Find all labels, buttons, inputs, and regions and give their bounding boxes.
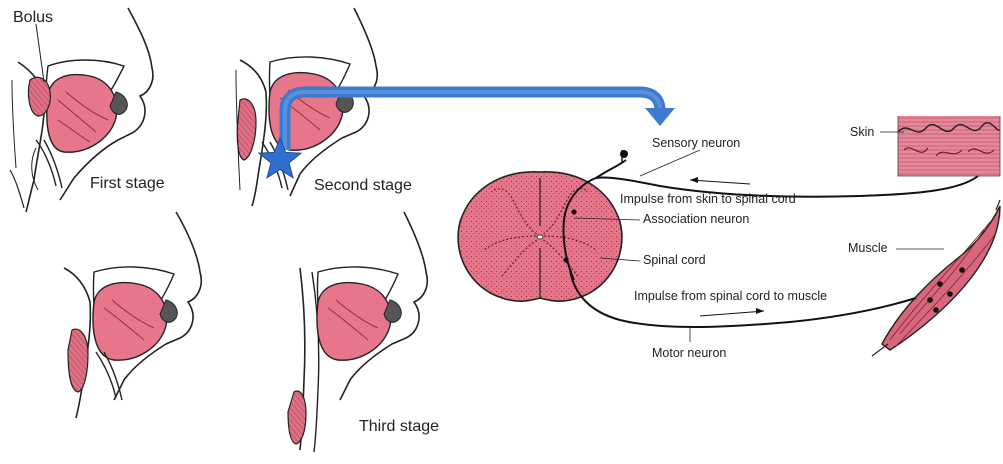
muscle-label: Muscle [848,241,888,255]
bolus-shape-3 [68,329,88,392]
swallow-stage-4 [288,212,427,452]
tongue-1 [47,75,117,153]
skin-patch [898,116,1000,176]
spinal-cord-label: Spinal cord [643,253,706,267]
bolus-label: Bolus [13,9,53,27]
bolus-shape-4 [288,391,306,444]
bolus-leader-line [36,24,44,82]
motor-neuron-label: Motor neuron [652,346,726,360]
second-stage-label: Second stage [314,177,412,195]
muscle-shape [872,200,1000,356]
association-neuron-label: Association neuron [643,212,749,226]
arrow-cord-to-muscle [700,308,764,316]
sensory-leader [640,150,700,176]
sensory-cell-body [620,150,628,158]
third-stage-label: Third stage [359,418,439,436]
swallow-stage-3 [64,212,201,418]
bolus-shape-2 [237,99,256,160]
sensory-neuron-label: Sensory neuron [652,136,740,150]
impulse-muscle-label: Impulse from spinal cord to muscle [634,289,827,303]
skin-label: Skin [850,125,874,139]
spinal-cord-section [458,172,622,301]
arrow-skin-to-cord [690,177,750,184]
bolus-shape [28,77,50,116]
tongue-3 [93,283,167,361]
tongue-4 [317,283,391,361]
first-stage-label: First stage [90,175,165,193]
impulse-skin-label: Impulse from skin to spinal cord [620,192,796,206]
